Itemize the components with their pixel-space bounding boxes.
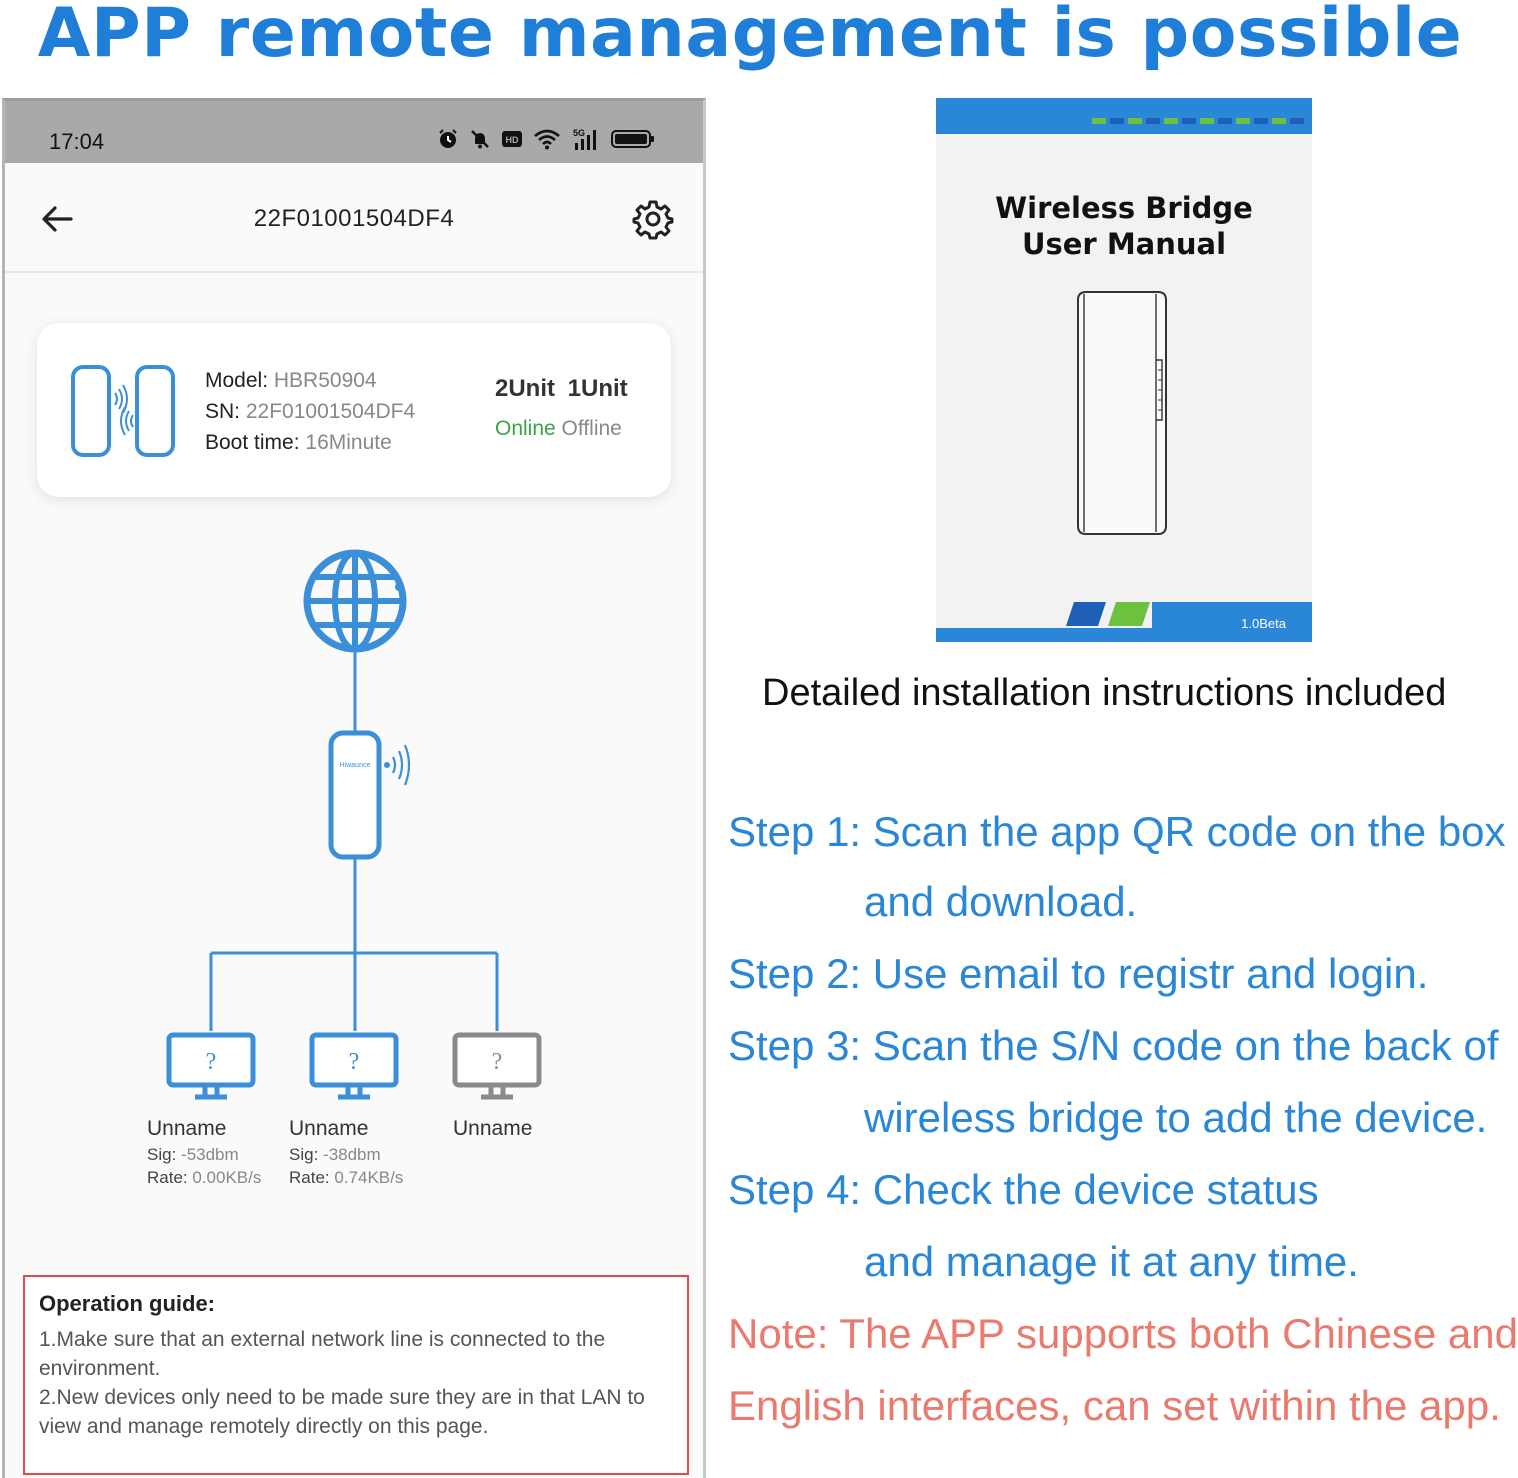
step-4-line-1: Step 4: Check the device status [728, 1166, 1319, 1213]
client-1-sig: -53dbm [181, 1145, 239, 1164]
note-line-1: Note: The APP supports both Chinese and [728, 1310, 1518, 1357]
bridge-device-illustration [1077, 291, 1167, 535]
client-monitor-2-icon[interactable]: ? [308, 1031, 400, 1101]
manual-version: 1.0Beta [1152, 602, 1312, 642]
battery-icon [611, 130, 654, 148]
sn-value: 22F01001504DF4 [245, 400, 416, 423]
manual-title-line-1: Wireless Bridge [995, 191, 1253, 225]
rate-label: Rate: [147, 1168, 188, 1187]
client-1-rate: 0.00KB/s [192, 1168, 262, 1187]
status-icons: HD 5G [437, 127, 655, 151]
guide-item-1: 1.Make sure that an external network lin… [39, 1328, 606, 1380]
client-monitor-3-icon[interactable]: ? [451, 1031, 543, 1101]
sn-label: SN: [205, 400, 241, 423]
boot-value: 16Minute [305, 431, 392, 454]
network-label: 5G [573, 128, 585, 138]
manual-top-band [936, 98, 1312, 134]
hd-icon: HD [502, 131, 522, 147]
unknown-mark: ? [492, 1049, 503, 1075]
unknown-mark: ? [349, 1049, 360, 1075]
hd-label: HD [506, 135, 519, 145]
bridge-brand: Hiwaunce [340, 762, 371, 769]
unit-status: Online Offline [495, 417, 622, 441]
model-value: HBR50904 [273, 369, 377, 392]
offline-label: Offline [561, 417, 622, 440]
step-1-line-1: Step 1: Scan the app QR code on the box [728, 808, 1506, 855]
boot-row: Boot time: 16Minute [205, 427, 415, 458]
client-monitor-1-icon[interactable]: ? [165, 1031, 257, 1101]
signal-icon: 5G [573, 128, 596, 150]
note-line-2: English interfaces, can set within the a… [728, 1382, 1501, 1429]
client-2-rate: 0.74KB/s [334, 1168, 404, 1187]
boot-label: Boot time: [205, 431, 300, 454]
step-3-line-2: wireless bridge to add the device. [864, 1094, 1488, 1141]
step-2: Step 2: Use email to registr and login. [728, 950, 1429, 997]
manual-title: Wireless Bridge User Manual [936, 190, 1312, 262]
bridge-device-icon[interactable]: Hiwaunce [328, 730, 411, 860]
client-2-meta: Sig: -38dbm Rate: 0.74KB/s [289, 1143, 403, 1189]
manual-title-line-2: User Manual [1021, 227, 1227, 261]
unit-counts: 2Unit 1Unit [495, 375, 628, 402]
bridge-pair-icon [71, 365, 175, 457]
client-1-name: Unname [147, 1117, 227, 1140]
client-3-name: Unname [453, 1117, 533, 1140]
status-time: 17:04 [49, 129, 105, 154]
mute-icon [471, 130, 489, 149]
client-2-sig: -38dbm [323, 1145, 381, 1164]
user-manual-cover: Wireless Bridge User Manual 1.0Beta [936, 98, 1312, 642]
network-topology: Hiwaunce [209, 549, 499, 1031]
gear-icon[interactable] [632, 199, 674, 240]
globe-icon[interactable] [303, 549, 407, 653]
guide-title: Operation guide: [39, 1291, 215, 1316]
phone-screenshot: 17:04 HD 5G 22F01001504DF4 Model: HB [2, 98, 706, 1478]
model-row: Model: HBR50904 [205, 365, 415, 396]
manual-dash-strip [1092, 118, 1304, 124]
sig-label: Sig: [289, 1145, 319, 1164]
manual-accent-stripes [1066, 602, 1150, 626]
status-bar: 17:04 HD 5G [5, 101, 703, 163]
unknown-mark: ? [206, 1049, 217, 1075]
sn-row: SN: 22F01001504DF4 [205, 396, 415, 427]
client-1-meta: Sig: -53dbm Rate: 0.00KB/s [147, 1143, 261, 1189]
alarm-icon [439, 129, 457, 148]
guide-item-2: 2.New devices only need to be made sure … [39, 1386, 645, 1438]
rate-label: Rate: [289, 1168, 330, 1187]
step-3-line-1: Step 3: Scan the S/N code on the back of [728, 1022, 1499, 1069]
page-headline: APP remote management is possible [37, 0, 1463, 73]
client-2-name: Unname [289, 1117, 369, 1140]
model-label: Model: [205, 369, 269, 392]
operation-guide: Operation guide: 1.Make sure that an ext… [23, 1275, 689, 1475]
sig-label: Sig: [147, 1145, 177, 1164]
wifi-icon [534, 129, 560, 150]
device-title: 22F01001504DF4 [253, 205, 455, 232]
step-4-line-2: and manage it at any time. [864, 1238, 1359, 1285]
manual-caption: Detailed installation instructions inclu… [762, 672, 1447, 714]
device-info: Model: HBR50904 SN: 22F01001504DF4 Boot … [205, 365, 415, 458]
step-1-line-2: and download. [864, 878, 1138, 925]
arrow-left-icon[interactable] [37, 199, 77, 239]
app-bar: 22F01001504DF4 [5, 163, 703, 273]
online-label: Online [495, 417, 556, 440]
device-summary-card[interactable]: Model: HBR50904 SN: 22F01001504DF4 Boot … [37, 323, 671, 497]
